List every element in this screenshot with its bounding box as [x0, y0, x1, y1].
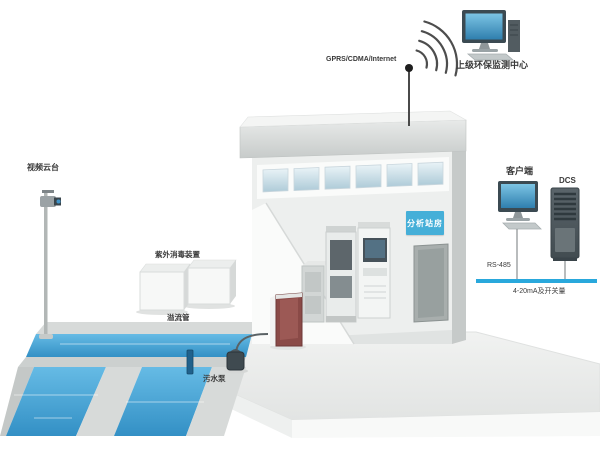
cabinet-cap [326, 226, 356, 232]
server-slats [554, 192, 576, 221]
client-computer [498, 181, 542, 230]
window [386, 163, 413, 188]
channel-1-water [6, 367, 106, 436]
pole-base [39, 334, 53, 339]
cabinet-vents [364, 285, 386, 299]
interior-door [413, 243, 449, 323]
server-panel [555, 228, 575, 252]
roof [239, 110, 468, 159]
pump-body [226, 351, 245, 371]
window [324, 165, 351, 190]
gprs-antenna [405, 20, 459, 126]
overflow-pipe-shape [186, 349, 194, 375]
monitor-screen [501, 184, 535, 208]
monitoring-center-computer [462, 10, 520, 61]
uv-box-side [230, 260, 236, 304]
window-band [257, 157, 449, 199]
analyzer-cabinet-left [325, 226, 357, 323]
window [355, 164, 382, 189]
keyboard [466, 53, 515, 61]
platform-left-face [225, 390, 292, 438]
cabinet-door [280, 298, 298, 340]
instrument-cabinet-small [301, 261, 330, 323]
cabinet-side [270, 295, 276, 346]
cabinet-panel [305, 296, 321, 314]
rs485-label: RS-485 [487, 262, 511, 269]
camera-arm [42, 190, 54, 193]
cabinet-dark-panel [330, 240, 352, 270]
monitor-base [472, 49, 498, 52]
client-label: 客户端 [506, 166, 534, 176]
uv-box-top [187, 259, 237, 269]
water-highlights [14, 343, 230, 419]
analyzer-cabinet-right [357, 222, 391, 319]
network-label: GPRS/CDMA/Internet [326, 56, 397, 63]
sewage-pump-assembly [224, 333, 269, 374]
cabinet-base [326, 316, 356, 322]
window [417, 161, 444, 186]
sewage-pump-label: 污水泵 [203, 374, 226, 383]
camera-body [40, 196, 56, 207]
uv-box-front [187, 267, 231, 305]
water-channels [0, 322, 258, 436]
uv-disinfection-units [136, 259, 237, 315]
cabinet-top-edge [276, 293, 302, 299]
outdoor-control-cabinet [270, 292, 306, 350]
window [293, 167, 320, 192]
video-ptz-camera [39, 190, 61, 339]
pc-tower [508, 20, 520, 52]
building-right-face [452, 150, 466, 344]
door-panel [418, 248, 444, 318]
cabinet-tray [363, 268, 387, 276]
monitor-stand [479, 43, 490, 49]
wireless-waves-icon [415, 20, 459, 77]
cabinet-cap [358, 222, 390, 228]
basin-back-wall [36, 322, 258, 334]
pc-tower-slats [510, 24, 518, 36]
cabinet-top [302, 261, 330, 266]
platform-front-face [292, 412, 600, 438]
channel-divider-wall [76, 367, 142, 436]
monitor-base [506, 218, 530, 221]
server-base [553, 258, 577, 261]
keyboard [502, 222, 542, 230]
uv-box-front [139, 271, 185, 311]
basin-water [26, 334, 252, 357]
antenna-tip [405, 64, 413, 72]
analog-bus-line [476, 279, 597, 283]
cabinet-screen-inner [365, 240, 385, 258]
analysis-station-sign: 分析站房 [406, 211, 444, 235]
dcs-label: DCS [559, 176, 576, 185]
basin-front-ledge [18, 357, 246, 367]
left-outer-wall [0, 367, 34, 436]
cabinet-gray-panel [330, 276, 352, 298]
monitor-screen [465, 13, 503, 40]
camera-pole [44, 190, 48, 336]
video-ptz-label: 视频云台 [27, 163, 59, 172]
uv-device-label: 紫外消毒装置 [155, 250, 200, 259]
monitoring-center-label: 上级环保监测中心 [456, 60, 529, 70]
pump-pipe [235, 333, 269, 353]
camera-lens [56, 199, 61, 204]
overflow-pipe-label: 溢流管 [167, 313, 190, 322]
uv-box-top [139, 263, 191, 273]
concrete-platform [224, 331, 600, 438]
cabinet-panel [305, 272, 321, 292]
channel-2-water [114, 367, 212, 436]
monitor-stand [513, 212, 523, 218]
window [262, 168, 289, 193]
analog-bus-label: 4-20mA及开关量 [513, 288, 566, 295]
right-outer-wall [186, 367, 246, 436]
signal-cables [476, 229, 597, 283]
overflow-pipe-assembly [186, 349, 194, 375]
dcs-server [550, 187, 580, 261]
